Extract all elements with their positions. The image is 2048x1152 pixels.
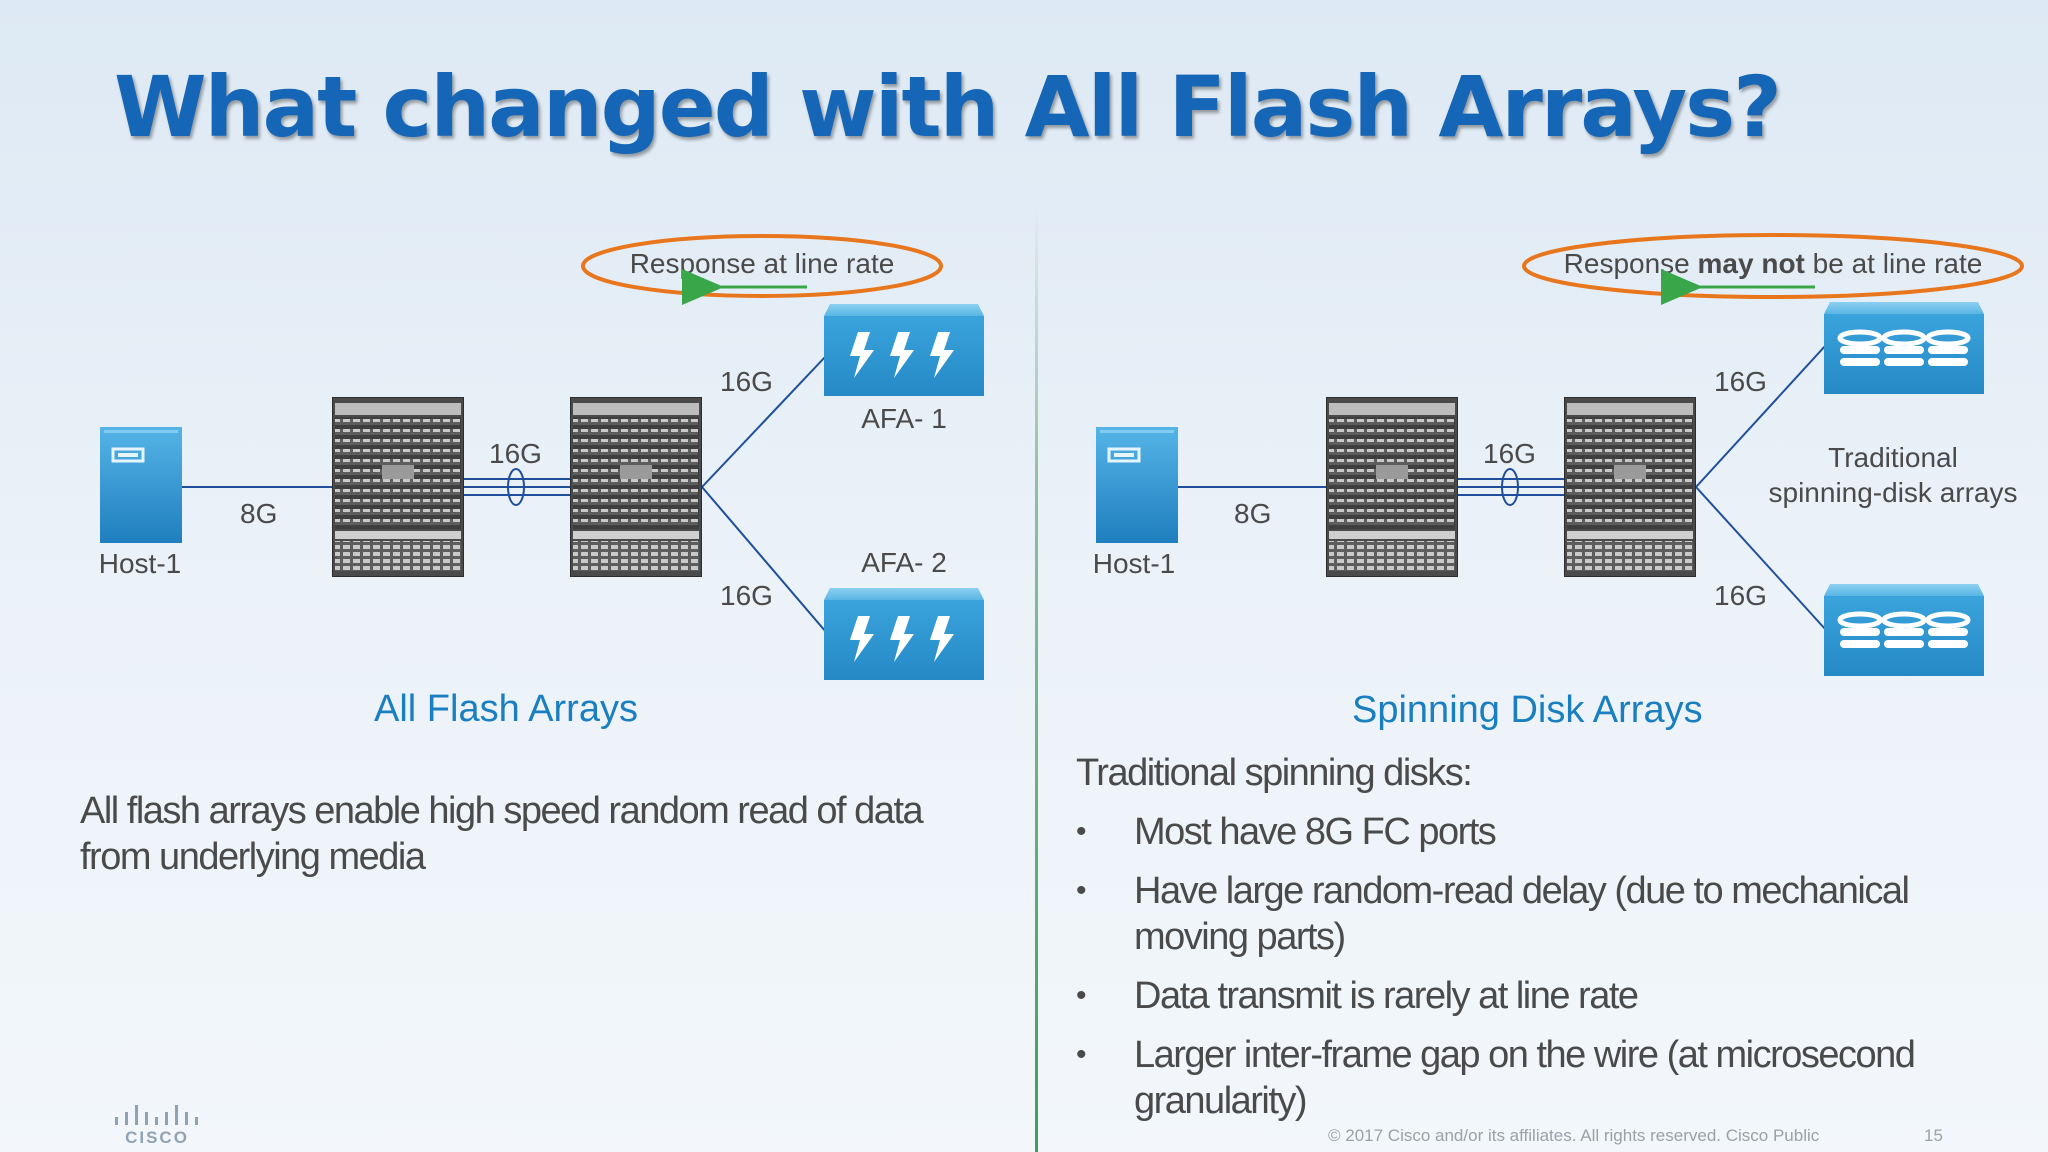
array-label-line-2: spinning-disk arrays: [1769, 477, 2018, 508]
svg-text:CISCO: CISCO: [125, 1128, 189, 1145]
link-speed-label: 16G: [1483, 438, 1536, 469]
flash-array-icon: [824, 304, 984, 396]
list-item: •Have large random-read delay (due to me…: [1076, 870, 1910, 958]
link-to-disk-array-1: [1695, 344, 1827, 488]
server-icon: [100, 427, 182, 543]
array-label: AFA- 1: [861, 403, 947, 434]
page-number: 15: [1924, 1126, 1943, 1145]
section-heading-all-flash: All Flash Arrays: [374, 688, 638, 730]
fc-switch-icon: [332, 397, 464, 577]
bullet-icon: •: [1076, 874, 1087, 907]
array-label: AFA- 2: [861, 547, 947, 578]
bullet-icon: •: [1076, 979, 1087, 1012]
right-links: [1177, 344, 1827, 631]
bullet-icon: •: [1076, 815, 1087, 848]
spinning-disk-intro: Traditional spinning disks:: [1076, 752, 1473, 794]
callout-text: Response may not be at line rate: [1564, 248, 1983, 279]
link-to-afa2: [701, 486, 827, 633]
link-speed-label: 16G: [720, 580, 773, 611]
link-to-afa1: [701, 355, 827, 488]
fc-switch-icon: [1326, 397, 1458, 577]
section-divider: [1035, 205, 1038, 1152]
server-icon: [1096, 427, 1178, 543]
callout-ring: [1522, 233, 2024, 299]
fc-switch-icon: [1564, 397, 1696, 577]
fc-switch-icon: [570, 397, 702, 577]
host-label: Host-1: [99, 548, 181, 579]
link-speed-label: 8G: [1234, 498, 1271, 529]
host-label: Host-1: [1093, 548, 1175, 579]
spinning-disk-bullets: •Most have 8G FC ports •Have large rando…: [1076, 809, 2026, 1124]
disk-array-icon: [1824, 302, 1984, 394]
cisco-logo-icon: CISCO: [115, 1105, 198, 1145]
all-flash-description: All flash arrays enable high speed rando…: [80, 790, 924, 878]
right-diagram: Host-1 8G 16G 16G 16G Traditional spinni…: [1093, 233, 2024, 676]
link-speed-label: 8G: [240, 498, 277, 529]
list-item: •Larger inter-frame gap on the wire (at …: [1076, 1034, 1916, 1122]
left-diagram: Host-1 8G 16G 16G 16G AFA- 1 AFA- 2 Resp…: [99, 234, 984, 680]
callout-text: Response at line rate: [630, 248, 895, 279]
link-speed-label: 16G: [1714, 580, 1767, 611]
callout-ring: [581, 234, 943, 298]
disk-array-icon: [1824, 584, 1984, 676]
link-to-disk-array-2: [1695, 486, 1827, 631]
bullet-icon: •: [1076, 1038, 1087, 1071]
link-speed-label: 16G: [1714, 366, 1767, 397]
flash-array-icon: [824, 588, 984, 680]
port-channel-ring: [1501, 468, 1519, 506]
slide-title: What changed with All Flash Arrays?: [114, 58, 1782, 156]
array-label-line-1: Traditional: [1828, 442, 1958, 473]
port-channel-ring: [507, 468, 525, 506]
section-heading-spinning-disk: Spinning Disk Arrays: [1352, 689, 1703, 731]
list-item: •Data transmit is rarely at line rate: [1076, 975, 1639, 1017]
left-links: [182, 355, 827, 633]
list-item: •Most have 8G FC ports: [1076, 811, 1497, 853]
link-speed-label: 16G: [489, 438, 542, 469]
spinning-disk-notes: Traditional spinning disks: •Most have 8…: [1076, 750, 2026, 1137]
copyright-footer: © 2017 Cisco and/or its affiliates. All …: [1328, 1126, 1820, 1145]
link-speed-label: 16G: [720, 366, 773, 397]
